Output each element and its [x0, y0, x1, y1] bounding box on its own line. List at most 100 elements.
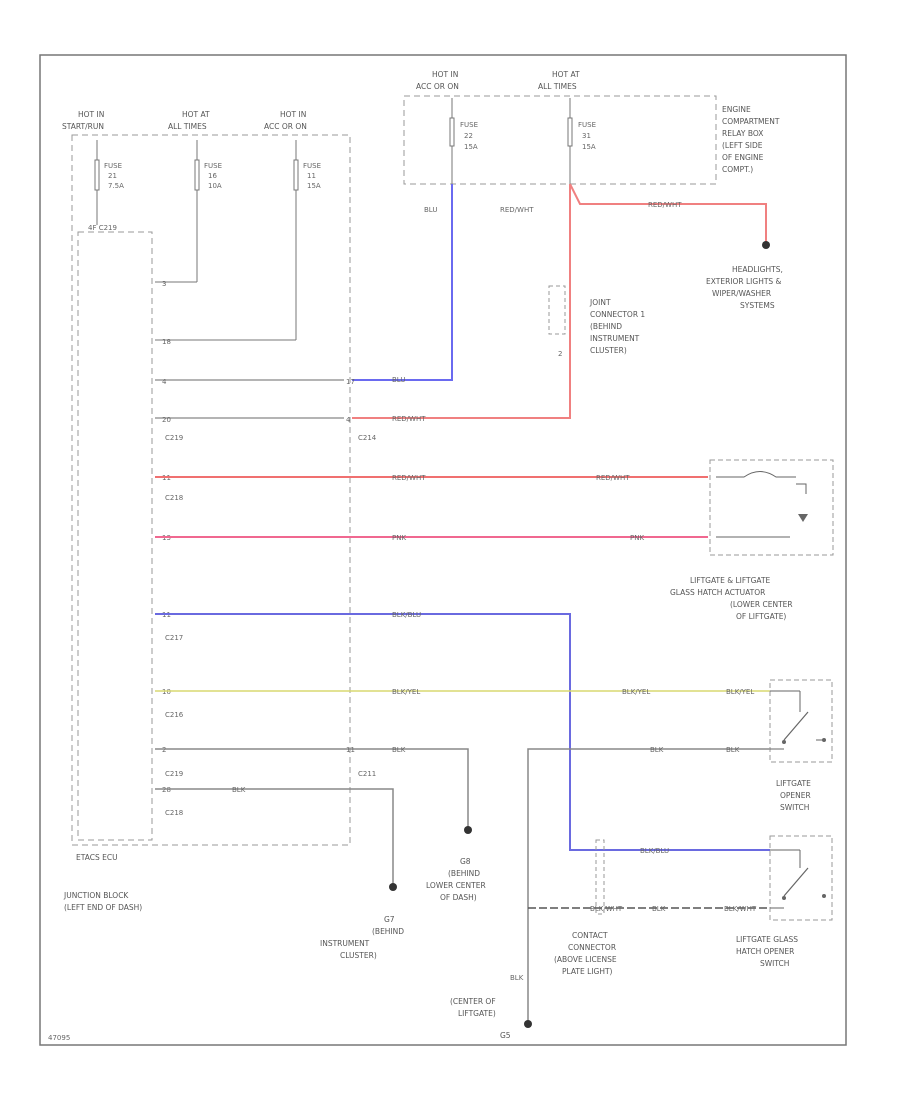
svg-text:HOT IN: HOT IN	[78, 110, 104, 119]
wire-label-blk-5: BLK	[510, 974, 524, 982]
svg-text:ENGINE: ENGINE	[722, 105, 751, 114]
wire-label-pnk-1: PNK	[392, 534, 406, 542]
svg-text:20: 20	[162, 416, 171, 424]
contact-connector-box	[595, 839, 605, 915]
svg-text:15A: 15A	[307, 182, 321, 190]
wire-label-redwht-3: RED/WHT	[392, 415, 426, 423]
power-source-acc-on-1: HOT IN ACC OR ON	[264, 110, 307, 131]
svg-text:JOINT: JOINT	[589, 298, 611, 307]
svg-text:OF ENGINE: OF ENGINE	[722, 153, 764, 162]
svg-text:SWITCH: SWITCH	[780, 803, 809, 812]
svg-text:HOT AT: HOT AT	[182, 110, 210, 119]
wire-red-fuse31-headlights	[569, 183, 767, 242]
ground-g8-terminal	[464, 826, 472, 834]
svg-text:10: 10	[162, 688, 171, 696]
joint-connector-box	[548, 285, 566, 335]
svg-text:(ABOVE LICENSE: (ABOVE LICENSE	[554, 955, 617, 964]
svg-text:HATCH OPENER: HATCH OPENER	[736, 947, 794, 956]
svg-text:(LEFT END OF DASH): (LEFT END OF DASH)	[64, 903, 142, 912]
svg-text:FUSE: FUSE	[204, 162, 222, 170]
svg-text:FUSE: FUSE	[578, 121, 596, 129]
svg-text:OF LIFTGATE): OF LIFTGATE)	[736, 612, 786, 621]
svg-text:16: 16	[208, 172, 217, 180]
power-source-acc-on-2: HOT IN ACC OR ON	[416, 70, 459, 91]
svg-text:ALL TIMES: ALL TIMES	[168, 122, 207, 131]
c214-pin-4: 4	[346, 416, 351, 424]
svg-text:FUSE: FUSE	[460, 121, 478, 129]
svg-text:HEADLIGHTS,: HEADLIGHTS,	[732, 265, 783, 274]
svg-text:SYSTEMS: SYSTEMS	[740, 301, 775, 310]
power-source-all-times-2: HOT AT ALL TIMES	[538, 70, 580, 91]
svg-text:ACC OR ON: ACC OR ON	[416, 82, 459, 91]
ground-g5-terminal	[524, 1020, 532, 1028]
wire-label-blkwht-2: BLK/WHT	[724, 905, 757, 913]
svg-text:(LOWER CENTER: (LOWER CENTER	[730, 600, 793, 609]
liftgate-actuator-box	[709, 459, 834, 556]
power-source-start-run: HOT IN START/RUN	[62, 110, 104, 131]
wire-label-blkblu-2: BLK/BLU	[640, 847, 669, 855]
c211-label: C211	[358, 770, 376, 778]
ground-g7-label: G7 (BEHIND INSTRUMENT CLUSTER)	[320, 915, 404, 960]
wire-label-blkyel-2: BLK/YEL	[622, 688, 650, 696]
svg-text:21: 21	[108, 172, 117, 180]
svg-text:FUSE: FUSE	[303, 162, 321, 170]
svg-text:C218: C218	[165, 494, 183, 502]
svg-text:C219: C219	[165, 770, 183, 778]
svg-text:2: 2	[162, 746, 166, 754]
wire-label-redwht-2: RED/WHT	[648, 201, 682, 209]
svg-text:C216: C216	[165, 711, 184, 719]
glass-hatch-switch-symbol	[770, 849, 826, 909]
svg-text:HOT AT: HOT AT	[552, 70, 580, 79]
svg-text:CONTACT: CONTACT	[572, 931, 608, 940]
svg-text:START/RUN: START/RUN	[62, 122, 104, 131]
svg-text:(CENTER OF: (CENTER OF	[450, 997, 496, 1006]
junction-block-box	[71, 134, 351, 846]
svg-text:C218: C218	[165, 809, 183, 817]
svg-text:18: 18	[162, 338, 171, 346]
c211-pin: 11	[346, 746, 355, 754]
svg-text:RELAY BOX: RELAY BOX	[722, 129, 763, 138]
svg-text:ALL TIMES: ALL TIMES	[538, 82, 577, 91]
wire-blk-liftgate-opener-ground	[527, 748, 770, 1022]
wire-label-blkwht-1: BLK/WHT	[590, 905, 623, 913]
svg-text:(BEHIND: (BEHIND	[448, 869, 480, 878]
svg-text:(LEFT SIDE: (LEFT SIDE	[722, 141, 763, 150]
svg-text:PLATE LIGHT): PLATE LIGHT)	[562, 967, 613, 976]
svg-text:INSTRUMENT: INSTRUMENT	[320, 939, 370, 948]
wire-blu-fuse22	[352, 184, 453, 381]
liftgate-opener-switch-symbol	[770, 690, 826, 750]
svg-text:HOT IN: HOT IN	[280, 110, 306, 119]
svg-text:LIFTGATE & LIFTGATE: LIFTGATE & LIFTGATE	[690, 576, 771, 585]
wire-label-blk-6: BLK	[652, 905, 666, 913]
glass-hatch-switch-label: LIFTGATE GLASS HATCH OPENER SWITCH	[736, 935, 798, 968]
svg-text:C217: C217	[165, 634, 183, 642]
svg-text:10A: 10A	[208, 182, 222, 190]
svg-text:7.5A: 7.5A	[108, 182, 124, 190]
wire-label-blk-4: BLK	[726, 746, 740, 754]
svg-text:LIFTGATE): LIFTGATE)	[458, 1009, 496, 1018]
liftgate-actuator-label: LIFTGATE & LIFTGATE GLASS HATCH ACTUATOR…	[670, 576, 793, 621]
power-source-all-times-1: HOT AT ALL TIMES	[168, 110, 210, 131]
diagram-frame	[39, 54, 847, 1046]
fuse-16: FUSE 16 10A	[155, 140, 222, 283]
svg-text:4F C219: 4F C219	[88, 224, 117, 232]
svg-text:ACC OR ON: ACC OR ON	[264, 122, 307, 131]
svg-text:3: 3	[162, 280, 166, 288]
svg-text:G7: G7	[384, 915, 395, 924]
wire-label-blu: BLU	[424, 206, 437, 214]
wire-label-redwht-1: RED/WHT	[500, 206, 534, 214]
wire-label-redwht-5: RED/WHT	[596, 474, 630, 482]
svg-text:LIFTGATE: LIFTGATE	[776, 779, 811, 788]
wire-label-blkyel-1: BLK/YEL	[392, 688, 420, 696]
ground-g8-label: G8 (BEHIND LOWER CENTER OF DASH)	[426, 857, 486, 902]
fuse-22: FUSE 22 15A	[449, 98, 478, 184]
svg-text:15A: 15A	[582, 143, 596, 151]
diagram-footer-code: 47095	[48, 1034, 70, 1042]
headlights-terminal	[762, 241, 770, 249]
junction-block-label: ETACS ECU JUNCTION BLOCK (LEFT END OF DA…	[63, 853, 142, 912]
svg-text:LOWER CENTER: LOWER CENTER	[426, 881, 486, 890]
headlights-label: HEADLIGHTS, EXTERIOR LIGHTS & WIPER/WASH…	[706, 265, 783, 310]
svg-text:COMPT.): COMPT.)	[722, 165, 753, 174]
actuator-motor-symbol	[716, 471, 808, 538]
ground-g7-terminal	[389, 883, 397, 891]
